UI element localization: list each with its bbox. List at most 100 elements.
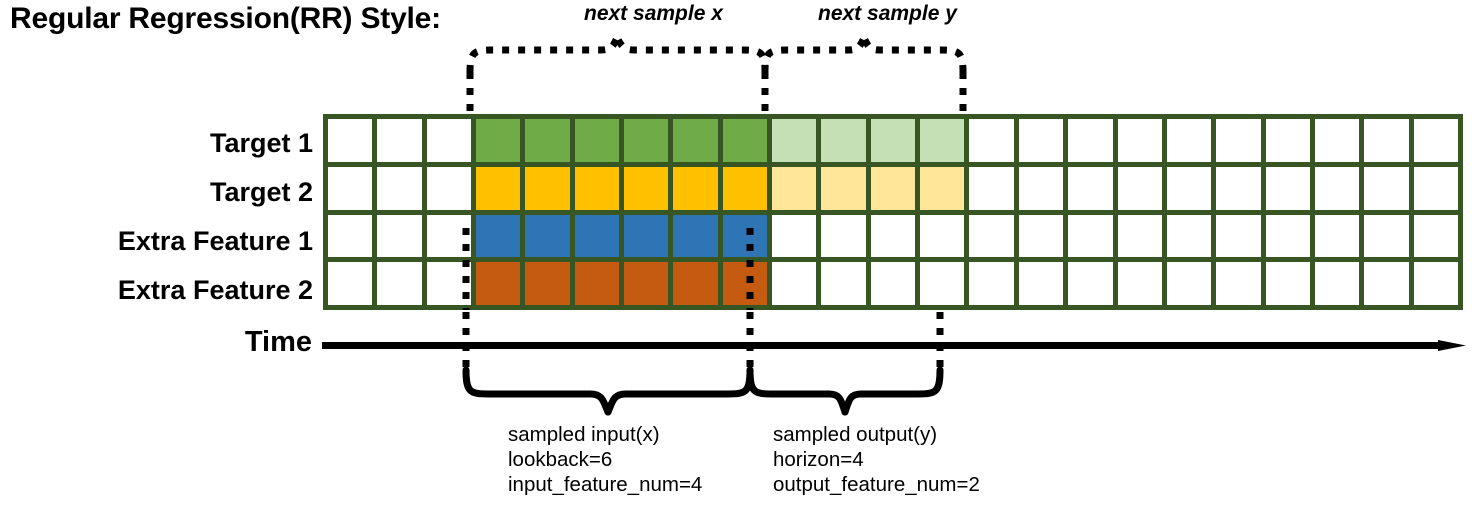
grid-cell [1413, 166, 1458, 210]
grid-cell [1364, 262, 1409, 305]
grid-cell [1018, 262, 1064, 305]
grid-cell [1314, 214, 1360, 258]
sampled-input-lookback: lookback=6 [508, 448, 613, 471]
grid-cell [1216, 119, 1261, 162]
row-label-target-2: Target 2 [209, 177, 313, 207]
grid-cell [1364, 119, 1409, 162]
grid-cell [426, 166, 472, 210]
bottom-annotation-sampled-output: sampled output(y) horizon=4 output_featu… [773, 422, 980, 497]
grid-cell [920, 119, 965, 162]
sampled-output-feature-num: output_feature_num=2 [773, 473, 980, 496]
grid-cell [1117, 262, 1162, 305]
grid-cell [1068, 119, 1113, 162]
top-annotation-next-sample-x: next sample x [584, 2, 723, 25]
grid-cell [1166, 262, 1212, 305]
grid-cell [525, 119, 570, 162]
grid-cell [673, 119, 718, 162]
grid-cell [870, 166, 916, 210]
grid-cell [722, 262, 768, 305]
grid-cell [1413, 214, 1458, 258]
grid-cell [1166, 166, 1212, 210]
grid-cell [969, 119, 1014, 162]
grid-cell [1068, 166, 1113, 210]
grid-cell [969, 214, 1014, 258]
sampled-output-horizon: horizon=4 [773, 448, 864, 471]
grid-cell [920, 214, 965, 258]
grid-cell [1166, 119, 1212, 162]
grid-cell [1314, 119, 1360, 162]
bottom-annotation-sampled-input: sampled input(x) lookback=6 input_featur… [508, 422, 702, 497]
sampled-input-title: sampled input(x) [508, 423, 660, 446]
timeline-grid [323, 114, 1463, 310]
grid-cell [1413, 119, 1458, 162]
grid-cell [673, 262, 718, 305]
grid-cell [870, 262, 916, 305]
sampled-output-title: sampled output(y) [773, 423, 938, 446]
grid-cell [1068, 262, 1113, 305]
row-label-extra-feature-2: Extra Feature 2 [117, 275, 313, 305]
time-axis-arrow [322, 340, 1466, 351]
grid-cell [1265, 119, 1310, 162]
grid-row [328, 262, 1458, 305]
grid-cell [328, 214, 373, 258]
sampled-input-feature-num: input_feature_num=4 [508, 473, 703, 496]
grid-cell [624, 262, 669, 305]
grid-cell [1117, 214, 1162, 258]
grid-cell [328, 166, 373, 210]
grid-cell [377, 262, 422, 305]
grid-cell [920, 166, 965, 210]
row-label-extra-feature-1: Extra Feature 1 [117, 226, 313, 256]
grid-cell [328, 262, 373, 305]
grid-cell [574, 166, 620, 210]
grid-cell [377, 214, 422, 258]
grid-cell [772, 166, 817, 210]
grid-cell [969, 262, 1014, 305]
grid-cell [525, 262, 570, 305]
grid-cell [673, 166, 718, 210]
grid-cell [377, 119, 422, 162]
row-label-target-1: Target 1 [209, 128, 313, 158]
grid-cell [574, 214, 620, 258]
grid-cell [328, 119, 373, 162]
grid-cell [1364, 214, 1409, 258]
grid-row [328, 166, 1458, 210]
grid-cell [1314, 262, 1360, 305]
grid-cell [1314, 166, 1360, 210]
grid-cell [673, 214, 718, 258]
grid-cell [1068, 214, 1113, 258]
grid-cell [426, 119, 472, 162]
grid-cell [1216, 214, 1261, 258]
grid-cell [722, 119, 768, 162]
grid-cell [772, 119, 817, 162]
grid-row [328, 119, 1458, 162]
grid-cell [772, 262, 817, 305]
grid-cell [574, 119, 620, 162]
top-annotation-next-sample-y: next sample y [818, 2, 957, 25]
grid-cell [1166, 214, 1212, 258]
grid-cell [1216, 262, 1261, 305]
grid-cell [722, 166, 768, 210]
time-axis-label: Time [244, 326, 312, 358]
grid-cell [722, 214, 768, 258]
grid-cell [1117, 166, 1162, 210]
grid-cell [821, 262, 866, 305]
grid-cell [476, 214, 521, 258]
grid-cell [1117, 119, 1162, 162]
page-title: Regular Regression(RR) Style: [10, 2, 441, 35]
grid-cell [426, 214, 472, 258]
grid-cell [476, 262, 521, 305]
grid-cell [1216, 166, 1261, 210]
grid-cell [1018, 166, 1064, 210]
grid-cell [1265, 214, 1310, 258]
grid-cell [426, 262, 472, 305]
grid-cell [476, 119, 521, 162]
grid-cell [525, 166, 570, 210]
grid-cell [377, 166, 422, 210]
grid-cell [624, 119, 669, 162]
grid-cell [1364, 166, 1409, 210]
grid-cell [821, 214, 866, 258]
grid-cell [1265, 166, 1310, 210]
grid-cell [920, 262, 965, 305]
grid-cell [772, 214, 817, 258]
